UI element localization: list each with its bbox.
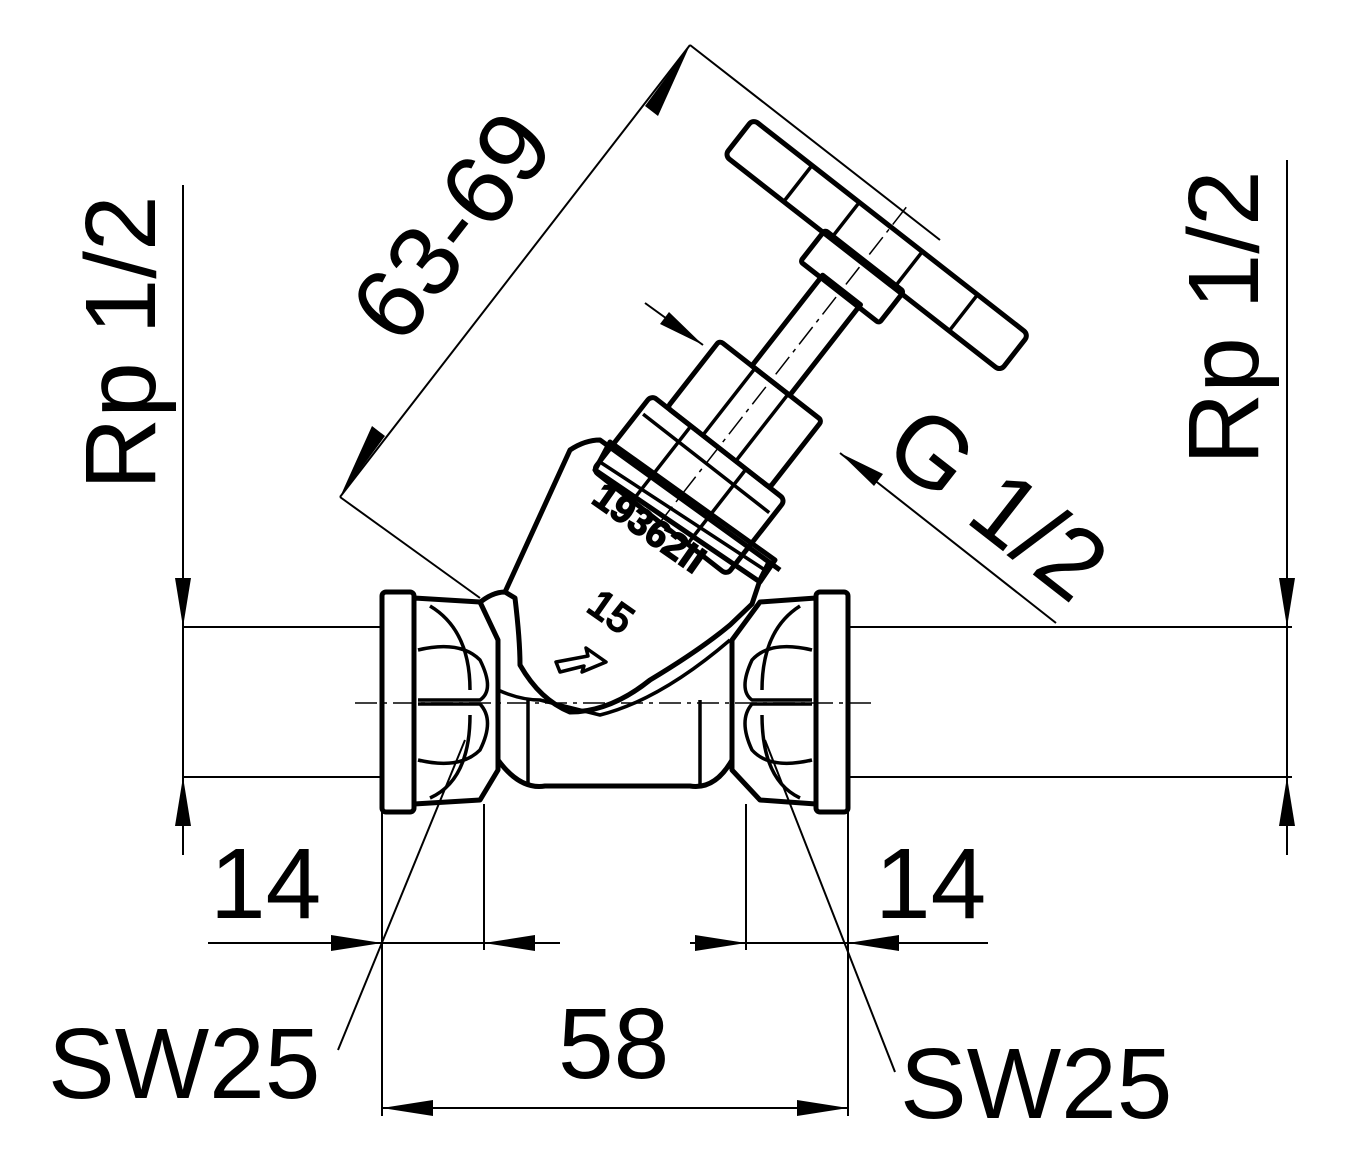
socket-depth-left-dimension: 14 (208, 804, 560, 1116)
socket-depth-right-label: 14 (875, 828, 986, 940)
flow-direction-arrow (554, 646, 608, 674)
socket-depth-right-dimension: 14 (690, 804, 988, 1116)
overall-length-dimension: 58 (382, 988, 848, 1116)
wrench-size-right: SW25 (764, 739, 1172, 1140)
socket-depth-left-label: 14 (210, 828, 321, 940)
wrench-left-label: SW25 (48, 1008, 320, 1120)
spindle-length-label: 63-69 (329, 91, 575, 362)
nominal-size-marking: 15 (580, 581, 642, 643)
bonnet-and-handwheel (592, 119, 1029, 575)
wrench-right-label: SW25 (900, 1028, 1172, 1140)
rp-right-dimension: Rp 1/2 (850, 160, 1295, 855)
rp-left-label: Rp 1/2 (65, 195, 177, 490)
rp-right-label: Rp 1/2 (1168, 170, 1280, 465)
rp-left-dimension: Rp 1/2 (65, 185, 380, 855)
wrench-size-left: SW25 (48, 739, 466, 1120)
bonnet-thread-dimension: G 1/2 (644, 302, 1128, 624)
serial-marking: 19362II (585, 475, 713, 582)
overall-length-label: 58 (558, 988, 669, 1100)
